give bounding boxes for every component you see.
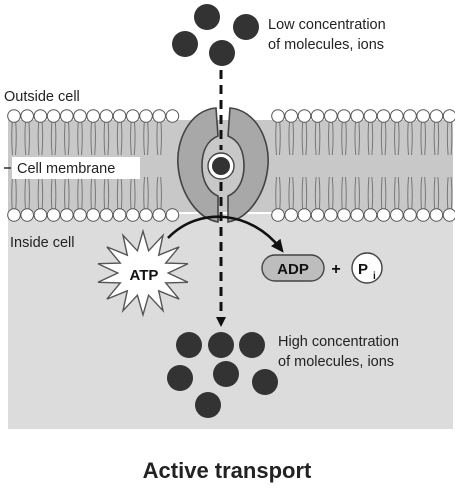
lipid-head [165, 208, 180, 222]
lipid-head [297, 208, 312, 222]
lipid-head [363, 208, 378, 222]
lipid-head [33, 208, 48, 222]
molecule [194, 4, 220, 30]
lipid-head [324, 109, 338, 123]
lipid-head [390, 208, 404, 222]
molecule [252, 369, 278, 395]
lipid-head [20, 109, 35, 123]
lipid-head [46, 109, 61, 123]
lipid-head [403, 208, 417, 222]
lipid-head [337, 208, 351, 222]
inside-molecules [167, 332, 278, 418]
lipid-head [139, 208, 153, 222]
bound-molecule [212, 157, 230, 175]
lipid-head [416, 109, 431, 123]
inside-cell-region [8, 214, 453, 429]
molecule [167, 365, 193, 391]
outside-molecules [172, 4, 259, 66]
energy-arrow [167, 215, 284, 253]
figure-caption: Active transport [143, 458, 312, 483]
lipid-head [442, 208, 455, 222]
lipid-head [60, 109, 74, 123]
atp-label: ATP [130, 267, 159, 284]
inside-cell-label: Inside cell [10, 235, 74, 251]
cell-membrane-label: Cell membrane [17, 161, 115, 177]
lipid-head [99, 109, 114, 123]
lipid-head [376, 208, 391, 222]
lipid-head [403, 109, 417, 123]
adp-label: ADP [277, 261, 309, 278]
lipid-head [390, 109, 404, 123]
molecule [195, 392, 221, 418]
lipid-head [350, 109, 365, 123]
phospholipid-bilayer [7, 109, 455, 222]
molecule [233, 14, 259, 40]
lipid-head [165, 109, 180, 123]
molecule [172, 31, 198, 57]
lipid-head [284, 208, 299, 222]
outside-cell-label: Outside cell [4, 89, 80, 105]
lipid-head [46, 208, 61, 222]
lipid-head [416, 208, 431, 222]
lipid-head [60, 208, 74, 222]
low-concentration-line1: Low concentration [268, 17, 386, 33]
lipid-head [86, 109, 100, 123]
lipid-head [33, 109, 48, 123]
adp-pill [261, 254, 325, 282]
lipid-head [363, 109, 378, 123]
molecule [239, 332, 265, 358]
lipid-head [139, 109, 153, 123]
lipid-head [7, 109, 21, 123]
low-concentration-line2: of molecules, ions [268, 37, 384, 53]
membrane-label-box [12, 157, 140, 179]
lipid-head [7, 208, 21, 222]
lipid-head [152, 208, 166, 222]
lipid-head [126, 208, 140, 222]
atp-burst: ATP [97, 228, 189, 318]
adp-group: ADP + P i [261, 252, 383, 284]
lipid-head [284, 109, 299, 123]
lipid-head [126, 109, 140, 123]
lipid-head [429, 109, 444, 123]
lipid-head [112, 208, 127, 222]
lipid-head [310, 208, 325, 222]
plus-sign: + [331, 261, 340, 278]
phosphate-subscript: i [373, 271, 376, 282]
phosphate-circle [351, 252, 383, 284]
lipid-head [99, 208, 114, 222]
lipid-head [376, 109, 391, 123]
phosphate-label: P [358, 261, 368, 278]
outside-label-box [2, 86, 94, 106]
lipid-head [337, 109, 351, 123]
lipid-head [324, 208, 338, 222]
lipid-head [442, 109, 455, 123]
lipid-head [73, 208, 87, 222]
high-concentration-line2: of molecules, ions [278, 354, 394, 370]
high-concentration-line1: High concentration [278, 334, 399, 350]
lipid-head [112, 109, 127, 123]
molecule [209, 40, 235, 66]
molecule [176, 332, 202, 358]
lipid-head [350, 208, 365, 222]
lipid-head [73, 109, 87, 123]
lipid-head [86, 208, 100, 222]
lipid-head [429, 208, 444, 222]
lipid-head [297, 109, 312, 123]
lipid-head [271, 109, 285, 123]
transport-protein [177, 107, 269, 223]
lipid-head [310, 109, 325, 123]
molecule [213, 361, 239, 387]
lipid-head [152, 109, 166, 123]
lipid-head [20, 208, 35, 222]
lipid-head [271, 208, 285, 222]
molecule [208, 332, 234, 358]
